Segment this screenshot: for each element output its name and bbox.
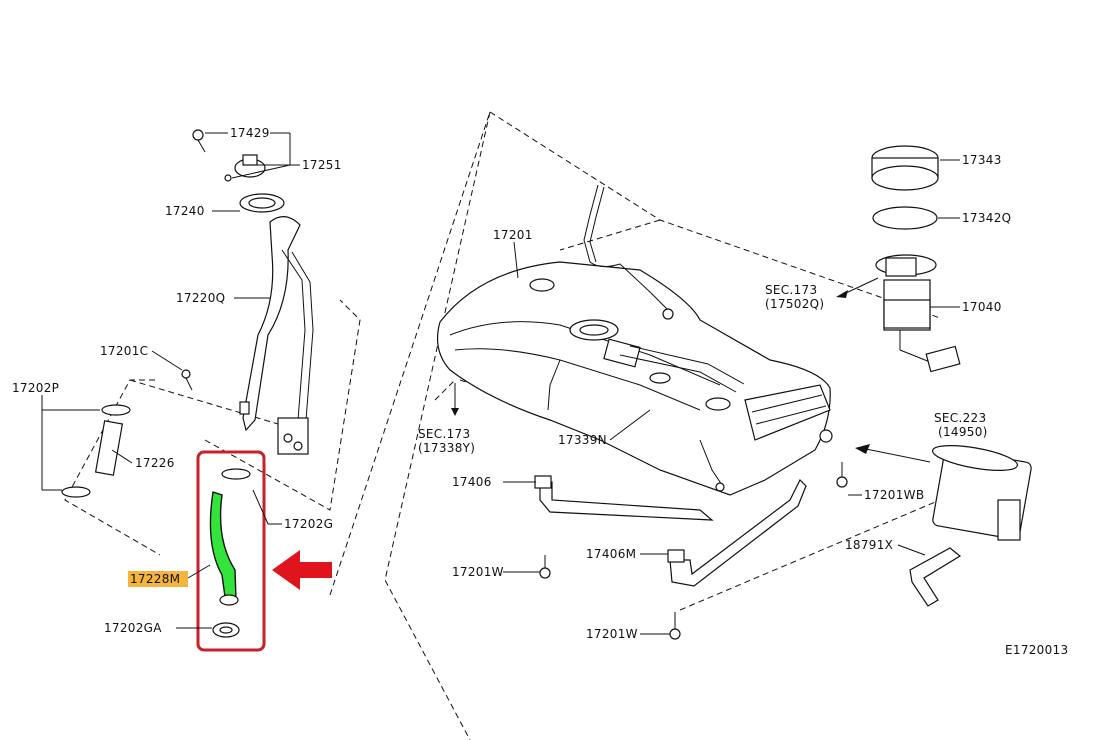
label-17202g: 17202G — [284, 517, 333, 531]
bolt-17201wb-icon — [836, 476, 848, 488]
label-17201w-1: 17201W — [452, 565, 504, 579]
diagram-code: E1720013 — [1005, 643, 1068, 657]
o-ring-icon — [872, 206, 938, 230]
tank-heatshield-icon — [744, 384, 831, 441]
label-17406m: 17406M — [586, 547, 636, 561]
label-17240: 17240 — [165, 204, 205, 218]
label-17220q: 17220Q — [176, 291, 225, 305]
label-17226: 17226 — [135, 456, 175, 470]
hose-17226-icon — [94, 420, 124, 476]
connector-icon — [925, 345, 961, 373]
fuel-pump-assembly — [836, 145, 961, 373]
label-17406: 17406 — [452, 475, 492, 489]
leader-lines — [41, 132, 960, 635]
part-labels: 17429 17251 17240 17220Q 17201C 17202P 1… — [12, 126, 1068, 657]
highlighted-hose-group — [128, 450, 332, 652]
tank-fitting-icon — [819, 429, 833, 443]
label-17201w-2: 17201W — [586, 627, 638, 641]
fuel-tank — [437, 184, 833, 496]
label-highlight — [128, 571, 188, 587]
label-18791x: 18791X — [845, 538, 893, 552]
pointer-arrow-icon — [272, 550, 332, 590]
evap-canister — [836, 444, 1032, 607]
label-sec223-ref: (14950) — [938, 425, 988, 439]
evap-hose-assembly — [61, 369, 193, 498]
label-17228m: 17228M — [130, 572, 180, 586]
hose-17228m-icon — [209, 491, 237, 605]
label-sec173-right-ref: (17502Q) — [765, 297, 824, 311]
hose-18791x-icon — [909, 547, 962, 607]
label-17040: 17040 — [962, 300, 1002, 314]
label-sec173-left-ref: (17338Y) — [418, 441, 475, 455]
label-17342q: 17342Q — [962, 211, 1011, 225]
filler-bracket-icon — [277, 417, 309, 455]
label-17202ga: 17202GA — [104, 621, 162, 635]
highlight-box — [196, 450, 266, 652]
label-sec173-right: SEC.173 — [765, 283, 817, 297]
label-17429: 17429 — [230, 126, 270, 140]
clip-icon — [181, 369, 191, 379]
bolt-icon — [192, 129, 204, 141]
label-17201: 17201 — [493, 228, 533, 242]
label-17339n: 17339N — [558, 433, 607, 447]
label-17201c: 17201C — [100, 344, 148, 358]
label-17251: 17251 — [302, 158, 342, 172]
bolt-17201w-icon — [669, 628, 681, 640]
label-17202p: 17202P — [12, 381, 59, 395]
filler-tube — [239, 216, 314, 455]
strap-17406m-icon — [669, 478, 807, 587]
strap-17406-icon — [539, 481, 714, 521]
label-sec173-left: SEC.173 — [418, 427, 470, 441]
label-sec223: SEC.223 — [934, 411, 986, 425]
label-17343: 17343 — [962, 153, 1002, 167]
bolt-17201w-icon — [539, 567, 551, 579]
label-17201wb: 17201WB — [864, 488, 924, 502]
filler-cap-assembly — [192, 129, 285, 213]
tank-straps — [534, 475, 807, 640]
